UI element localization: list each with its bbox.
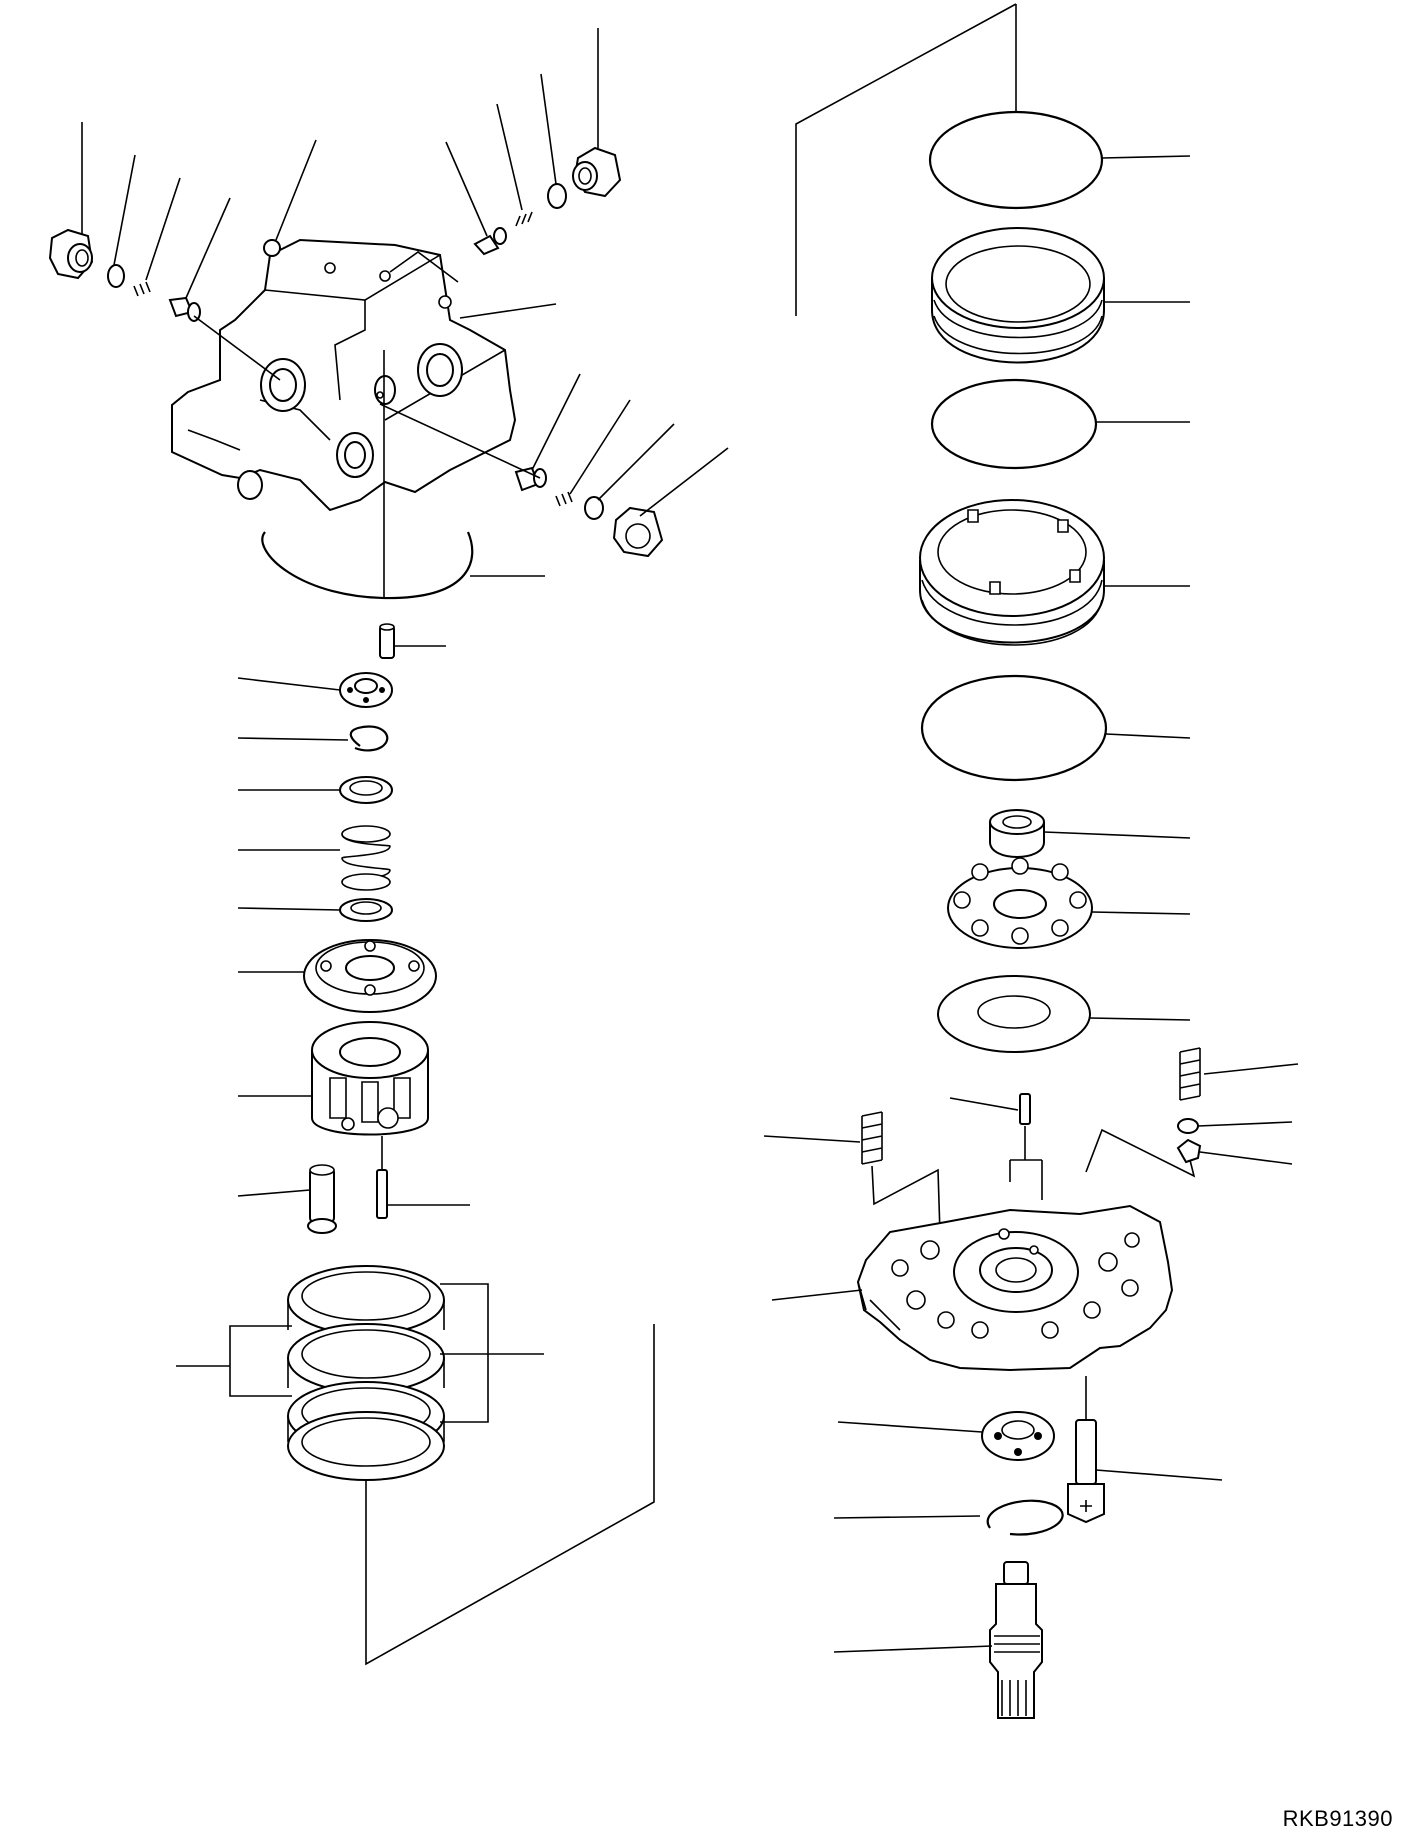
leader-line bbox=[598, 424, 674, 500]
cylinder-block bbox=[312, 1022, 428, 1135]
brake-piston bbox=[920, 500, 1104, 645]
leader-line bbox=[238, 678, 340, 690]
leader-line bbox=[114, 155, 135, 265]
bearing bbox=[340, 673, 392, 707]
leader-line bbox=[1204, 1064, 1298, 1074]
leader-line bbox=[380, 404, 540, 478]
leader-line bbox=[238, 738, 348, 740]
leader-line bbox=[1044, 832, 1190, 838]
spring-left bbox=[134, 282, 150, 296]
spring-small-right bbox=[1180, 1048, 1200, 1100]
leader-line bbox=[1198, 1122, 1292, 1126]
o-ring-large-3 bbox=[922, 676, 1106, 780]
spacer-ring bbox=[340, 777, 392, 803]
leader-line bbox=[834, 1646, 992, 1652]
leader-line bbox=[194, 316, 280, 380]
leader-line bbox=[146, 178, 180, 280]
shoe-retainer-plate bbox=[948, 858, 1092, 948]
spring-main bbox=[342, 826, 390, 890]
leader-line bbox=[541, 74, 556, 184]
o-ring-large-1 bbox=[930, 112, 1102, 208]
thrust-plate bbox=[938, 976, 1090, 1052]
check-valve-top bbox=[475, 228, 506, 254]
check-valve-right bbox=[516, 468, 546, 490]
leader-line bbox=[950, 1098, 1018, 1110]
drawing-code: RKB91390 bbox=[1282, 1806, 1393, 1831]
spherical-bushing bbox=[990, 810, 1044, 857]
clutch-plate-stack bbox=[288, 1266, 444, 1480]
hex-plug-top bbox=[573, 148, 620, 196]
leader-line bbox=[186, 198, 230, 298]
o-ring-large-2 bbox=[932, 380, 1096, 468]
leader-line bbox=[446, 142, 487, 236]
leader-line bbox=[772, 1290, 862, 1300]
washer bbox=[340, 899, 392, 921]
leader-line bbox=[1086, 1130, 1194, 1176]
o-ring-top bbox=[548, 184, 566, 208]
leader-line bbox=[838, 1422, 982, 1432]
valve-plate bbox=[858, 1206, 1172, 1370]
leader-line bbox=[834, 1516, 980, 1518]
snap-ring bbox=[351, 726, 388, 750]
bearing-right bbox=[982, 1412, 1054, 1460]
leader-line bbox=[764, 1136, 860, 1142]
hex-plug-left bbox=[50, 230, 92, 278]
assembly-connector bbox=[796, 4, 1016, 316]
leader-line bbox=[532, 374, 580, 470]
leader-line bbox=[238, 1190, 310, 1196]
spring-right bbox=[556, 492, 572, 506]
snap-ring-right bbox=[988, 1501, 1063, 1535]
hex-plug-right bbox=[614, 508, 662, 556]
leader-line bbox=[570, 400, 630, 494]
leader-line bbox=[276, 140, 316, 240]
leader-line bbox=[640, 448, 728, 516]
leader-line bbox=[1092, 912, 1190, 914]
dowel-pin bbox=[380, 624, 394, 658]
housing-o-ring bbox=[262, 532, 472, 598]
spring-small-left bbox=[862, 1112, 882, 1164]
leader-line bbox=[238, 908, 340, 910]
plug-top bbox=[264, 240, 280, 256]
spring-top bbox=[516, 212, 532, 226]
seal-ring bbox=[932, 228, 1104, 363]
leader-line bbox=[1090, 1018, 1190, 1020]
leader-line bbox=[1106, 734, 1190, 738]
shaft bbox=[990, 1562, 1042, 1718]
leader-bracket bbox=[230, 1326, 292, 1396]
o-ring-right bbox=[585, 497, 603, 519]
piston bbox=[308, 1165, 336, 1233]
retainer-plate bbox=[304, 940, 436, 1012]
washer-small bbox=[1178, 1119, 1198, 1133]
valve-housing bbox=[172, 240, 515, 510]
leader-line bbox=[1096, 1470, 1222, 1480]
assembly-connector bbox=[366, 1324, 654, 1664]
leader-bracket bbox=[440, 1284, 488, 1422]
pin bbox=[377, 1170, 387, 1218]
o-ring-left bbox=[108, 265, 124, 287]
leader-line bbox=[1010, 1126, 1042, 1200]
leader-line bbox=[390, 252, 458, 282]
pin-right bbox=[1020, 1094, 1030, 1124]
leader-line bbox=[497, 104, 522, 210]
nut-small bbox=[1178, 1140, 1200, 1162]
leader-line bbox=[460, 304, 556, 318]
leader-line bbox=[1102, 156, 1190, 158]
leader-line bbox=[872, 1166, 940, 1234]
cap-screw bbox=[1068, 1376, 1104, 1522]
leader-line bbox=[1200, 1152, 1292, 1164]
check-valve-left bbox=[170, 298, 200, 321]
